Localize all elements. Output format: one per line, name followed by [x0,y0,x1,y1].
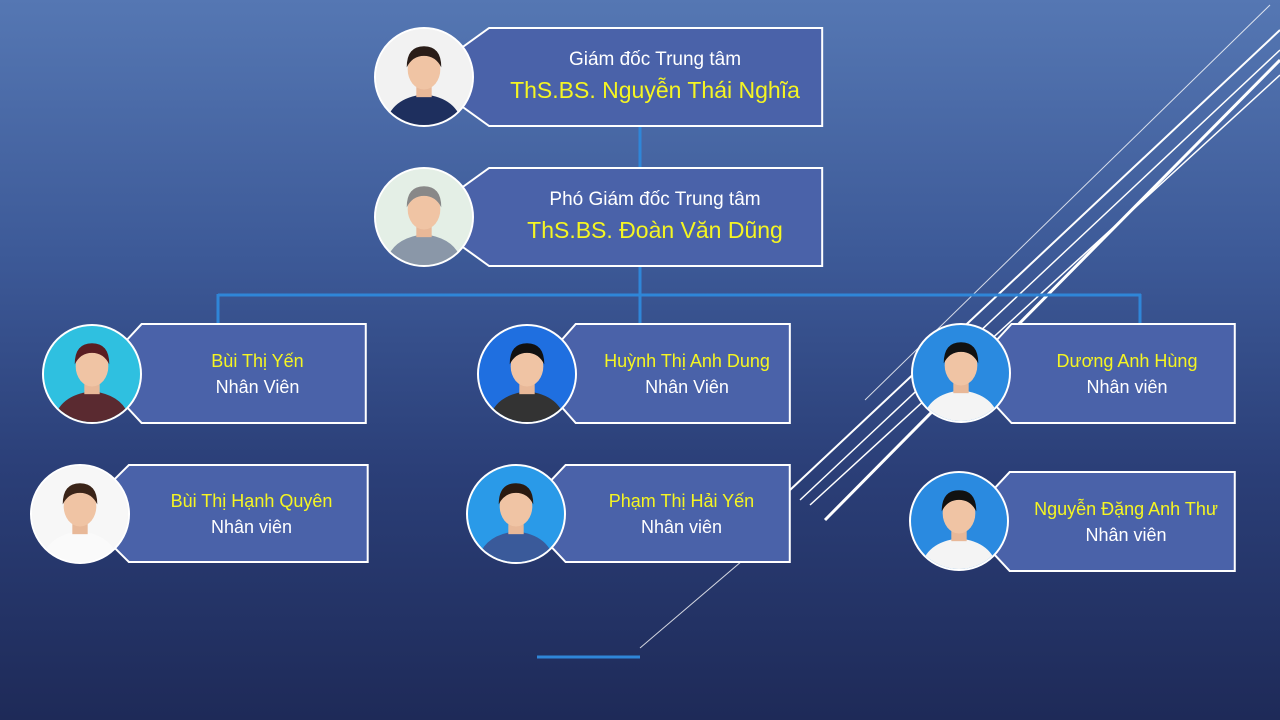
avatar [911,323,1011,423]
role-label: Nhân Viên [645,376,729,397]
person-name: Huỳnh Thị Anh Dung [604,350,770,371]
role-label: Nhân viên [1086,376,1168,397]
avatar [374,27,474,127]
avatar [42,324,142,424]
person-name: Nguyễn Đặng Anh Thư [1034,498,1218,519]
person-name: ThS.BS. Nguyễn Thái Nghĩa [510,77,800,103]
role-label: Nhân viên [640,516,723,537]
avatar [30,464,130,564]
avatar [477,324,577,424]
person-name: Bùi Thị Yến [211,350,304,371]
person-name: Dương Anh Hùng [1056,350,1198,371]
role-label: Giám đốc Trung tâm [568,49,742,70]
role-label: Nhân viên [1085,524,1167,545]
role-label: Phó Giám đốc Trung tâm [549,189,761,210]
avatar [909,471,1009,571]
person-name: Phạm Thị Hải Yến [608,490,755,511]
person-name: ThS.BS. Đoàn Văn Dũng [527,217,783,243]
role-label: Nhân viên [210,516,293,537]
person-name: Bùi Thị Hạnh Quyên [170,490,333,511]
avatar [466,464,566,564]
role-label: Nhân Viên [215,376,300,397]
avatar [374,167,474,267]
connectors [216,127,1142,323]
